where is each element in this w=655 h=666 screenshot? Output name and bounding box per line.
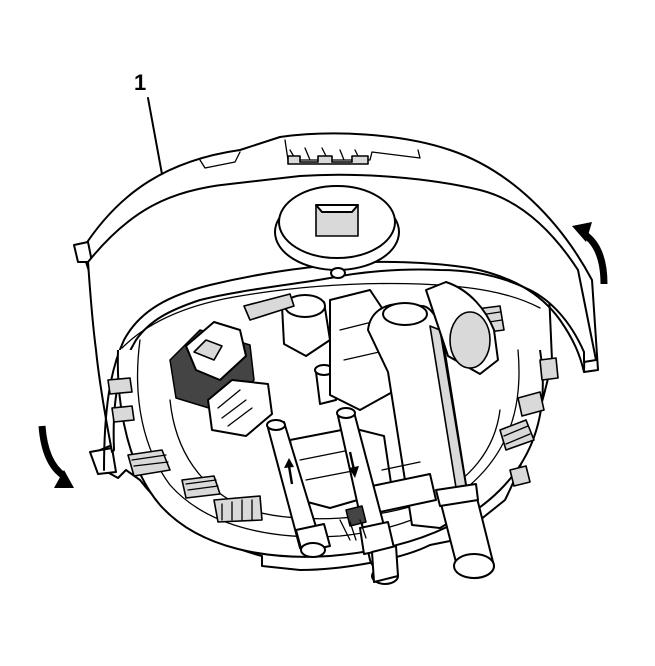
callout-label-1: 1 bbox=[134, 70, 147, 95]
regulator-bracket bbox=[243, 293, 295, 321]
filter-canister-top bbox=[382, 302, 428, 326]
return-tube-lower bbox=[371, 545, 399, 583]
arrow-up-icon bbox=[284, 458, 294, 485]
supply-tube-end bbox=[300, 542, 326, 558]
return-tube-top bbox=[336, 407, 356, 419]
lock-ring-lower-edge bbox=[121, 282, 541, 349]
tube-clip-spring bbox=[339, 519, 367, 541]
lock-ring-outer bbox=[87, 173, 597, 453]
outlet-collar bbox=[435, 483, 479, 507]
curved-arrow-clockwise-icon bbox=[38, 425, 74, 488]
outlet-tube-end bbox=[453, 553, 495, 579]
flange-slot-top bbox=[287, 155, 369, 165]
reservoir-floor bbox=[169, 399, 501, 520]
reservoir-ribs-left bbox=[107, 377, 263, 523]
supply-tube-top bbox=[266, 419, 286, 431]
cover-plate-dome bbox=[449, 311, 491, 369]
top-fitting-nub bbox=[330, 267, 346, 279]
arrow-down-icon bbox=[348, 451, 359, 478]
tube-clip bbox=[345, 505, 367, 527]
connector-latch bbox=[193, 339, 223, 361]
flange-tabs-top bbox=[199, 139, 421, 169]
connector-pins bbox=[217, 389, 253, 427]
curved-arrow-counterclockwise-icon bbox=[572, 222, 608, 285]
top-fitting-square-top bbox=[315, 204, 359, 213]
connector-housing bbox=[207, 379, 273, 437]
